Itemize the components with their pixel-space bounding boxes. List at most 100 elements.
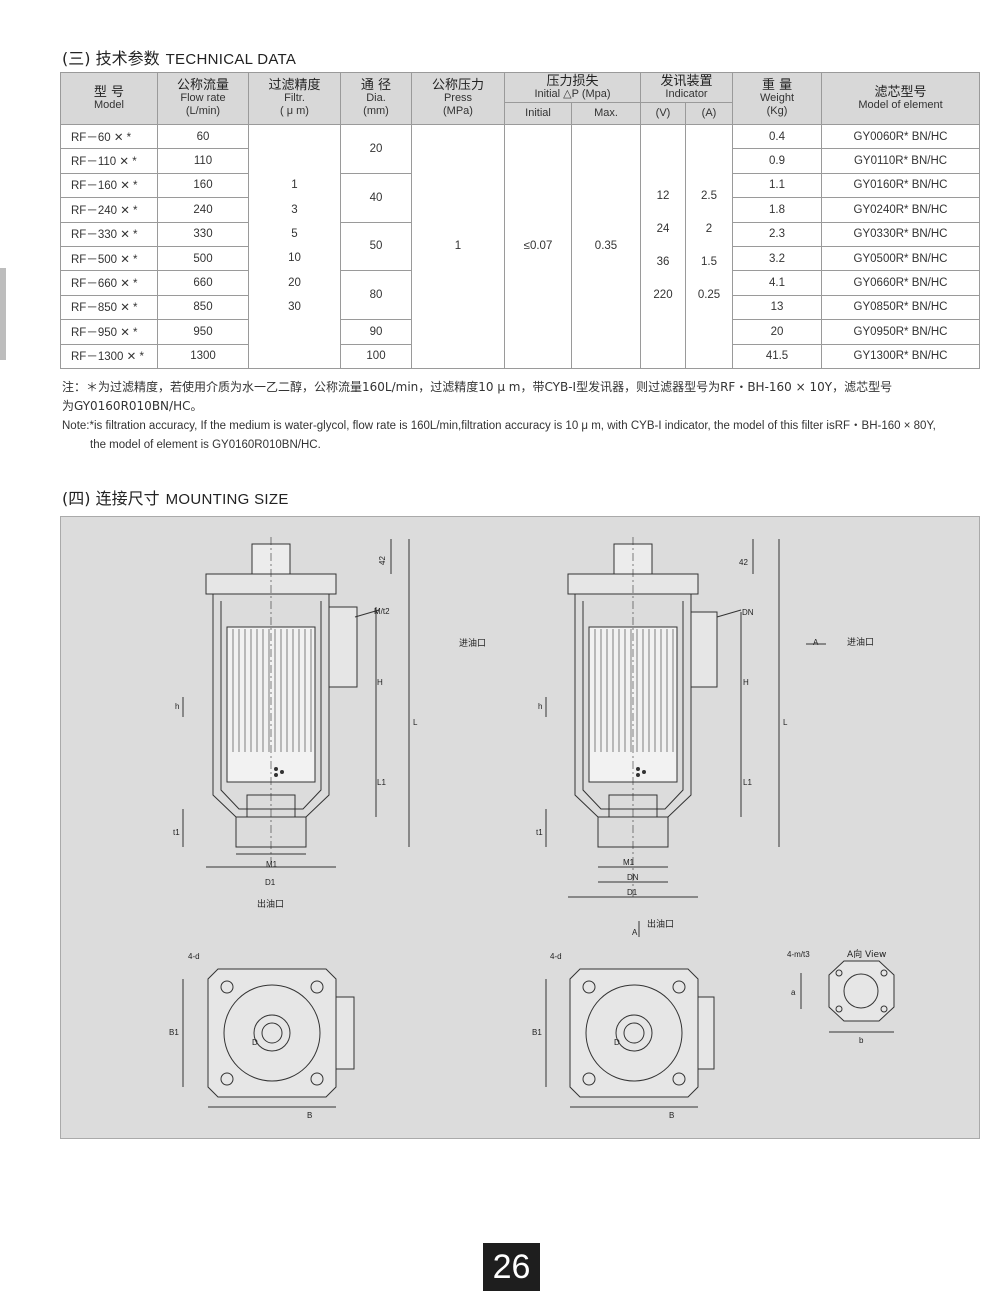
dim-B-right: B xyxy=(669,1111,674,1120)
weight-cell: 0.9 xyxy=(732,148,823,174)
a-view-flange xyxy=(800,960,895,1033)
mounting-drawing-panel: 42 M/t2 进油口 H L L1 h t1 M1 D1 出油口 4-d B1… xyxy=(60,516,980,1139)
pressure-cell: 1 xyxy=(411,124,505,369)
dim-DN-bottom: DN xyxy=(627,873,639,882)
flow-cell: 1300 xyxy=(157,343,249,369)
flow-cell: 240 xyxy=(157,197,249,223)
element-cell: GY0060R* BN/HC xyxy=(821,123,981,150)
edge-tab-marker xyxy=(0,268,6,360)
flow-cell: 950 xyxy=(157,319,249,345)
table-row: RF－1300 ✕ * 1300 100 41.5 GY1300R* BN/HC xyxy=(60,343,981,369)
flow-cell: 60 xyxy=(157,123,249,150)
weight-cell: 1.8 xyxy=(732,197,823,223)
diameter-cell: 80 xyxy=(340,270,412,321)
model-cell: RF－60 ✕ * xyxy=(60,123,158,150)
model-cell: RF－850 ✕ * xyxy=(60,294,158,321)
weight-cell: 20 xyxy=(732,319,823,345)
element-cell: GY0330R* BN/HC xyxy=(821,221,981,247)
table-row: RF－660 ✕ * 660 80 4.1 GY0660R* BN/HC xyxy=(60,270,981,321)
element-cell: GY0850R* BN/HC xyxy=(821,294,981,321)
dim-D-left: D xyxy=(252,1038,258,1047)
model-cell: RF－110 ✕ * xyxy=(60,148,158,174)
dim-b: b xyxy=(859,1036,864,1045)
note-zh-line1: 注：＊为过滤精度，若使用介质为水一乙二醇，公称流量160L/min，过滤精度10… xyxy=(62,380,893,394)
table-row: RF－330 ✕ * 330 50 2.3 GY0330R* BN/HC xyxy=(60,221,981,272)
dim-L1-left: L1 xyxy=(377,778,386,787)
flow-cell: 330 xyxy=(157,221,249,247)
dim-A-bottom: A xyxy=(632,928,638,937)
dim-M1-right: M1 xyxy=(623,858,635,867)
dim-D-right: D xyxy=(614,1038,620,1047)
flow-cell: 160 xyxy=(157,172,249,199)
header-volt: (V) xyxy=(640,102,686,125)
table-row: RF－850 ✕ * 850 13 GY0850R* BN/HC xyxy=(60,294,981,321)
flow-cell: 850 xyxy=(157,294,249,321)
table-row: RF－110 ✕ * 110 0.9 GY0110R* BN/HC xyxy=(60,148,981,174)
flow-cell: 660 xyxy=(157,270,249,296)
dim-L1-right: L1 xyxy=(743,778,752,787)
inlet-label-left: 进油口 xyxy=(459,637,486,649)
dim-L-left: L xyxy=(413,718,418,727)
element-cell: GY0110R* BN/HC xyxy=(821,148,981,174)
dim-4d-right: 4-d xyxy=(550,952,562,961)
weight-cell: 3.2 xyxy=(732,245,823,272)
max-loss-cell: 0.35 xyxy=(571,124,641,369)
model-cell: RF－660 ✕ * xyxy=(60,270,158,296)
model-cell: RF－160 ✕ * xyxy=(60,172,158,199)
dim-D1-left: D1 xyxy=(265,878,276,887)
element-cell: GY0950R* BN/HC xyxy=(821,319,981,345)
right-filter-section xyxy=(545,537,826,937)
dim-A-right: A xyxy=(813,638,819,647)
dim-M1-left: M1 xyxy=(266,860,278,869)
header-initial: Initial xyxy=(504,102,572,125)
weight-cell: 13 xyxy=(732,294,823,321)
left-filter-section xyxy=(182,537,410,868)
outlet-label-left: 出油口 xyxy=(257,898,284,910)
dim-D1-right: D1 xyxy=(627,888,638,897)
dim-L-right: L xyxy=(783,718,788,727)
table-row: RF－240 ✕ * 240 1.8 GY0240R* BN/HC xyxy=(60,197,981,223)
dim-42-right: 42 xyxy=(739,558,748,567)
note-en-line2: the model of element is GY0160R010BN/HC. xyxy=(90,439,321,451)
diameter-cell: 100 xyxy=(340,343,412,369)
flow-cell: 500 xyxy=(157,245,249,272)
table-row: RF－160 ✕ * 160 40 1.1 GY0160R* BN/HC xyxy=(60,172,981,223)
dim-42-left: 42 xyxy=(378,556,387,565)
element-cell: GY1300R* BN/HC xyxy=(821,343,981,369)
table-row: RF－500 ✕ * 500 3.2 GY0500R* BN/HC xyxy=(60,245,981,272)
dim-t1-left: t1 xyxy=(173,828,180,837)
element-cell: GY0500R* BN/HC xyxy=(821,245,981,272)
model-cell: RF－500 ✕ * xyxy=(60,245,158,272)
dim-B-left: B xyxy=(307,1111,312,1120)
weight-cell: 4.1 xyxy=(732,270,823,296)
dim-DN-right: DN xyxy=(742,608,754,617)
weight-cell: 2.3 xyxy=(732,221,823,247)
right-filter-bottom-view xyxy=(545,968,715,1108)
dim-t1-right: t1 xyxy=(536,828,543,837)
header-max: Max. xyxy=(571,102,641,125)
a-view-label: A向 View xyxy=(847,948,886,960)
model-cell: RF－1300 ✕ * xyxy=(60,343,158,369)
left-filter-bottom-view xyxy=(182,968,355,1108)
dim-h-left: h xyxy=(175,702,179,711)
dim-B1-left: B1 xyxy=(169,1028,179,1037)
weight-cell: 1.1 xyxy=(732,172,823,199)
weight-cell: 41.5 xyxy=(732,343,823,369)
mounting-drawing: 42 M/t2 进油口 H L L1 h t1 M1 D1 出油口 4-d B1… xyxy=(169,537,895,1120)
diameter-cell: 50 xyxy=(340,221,412,272)
element-cell: GY0660R* BN/HC xyxy=(821,270,981,296)
outlet-label-right: 出油口 xyxy=(647,918,674,930)
note-en-line1: Note:*is filtration accuracy, If the med… xyxy=(62,420,936,432)
